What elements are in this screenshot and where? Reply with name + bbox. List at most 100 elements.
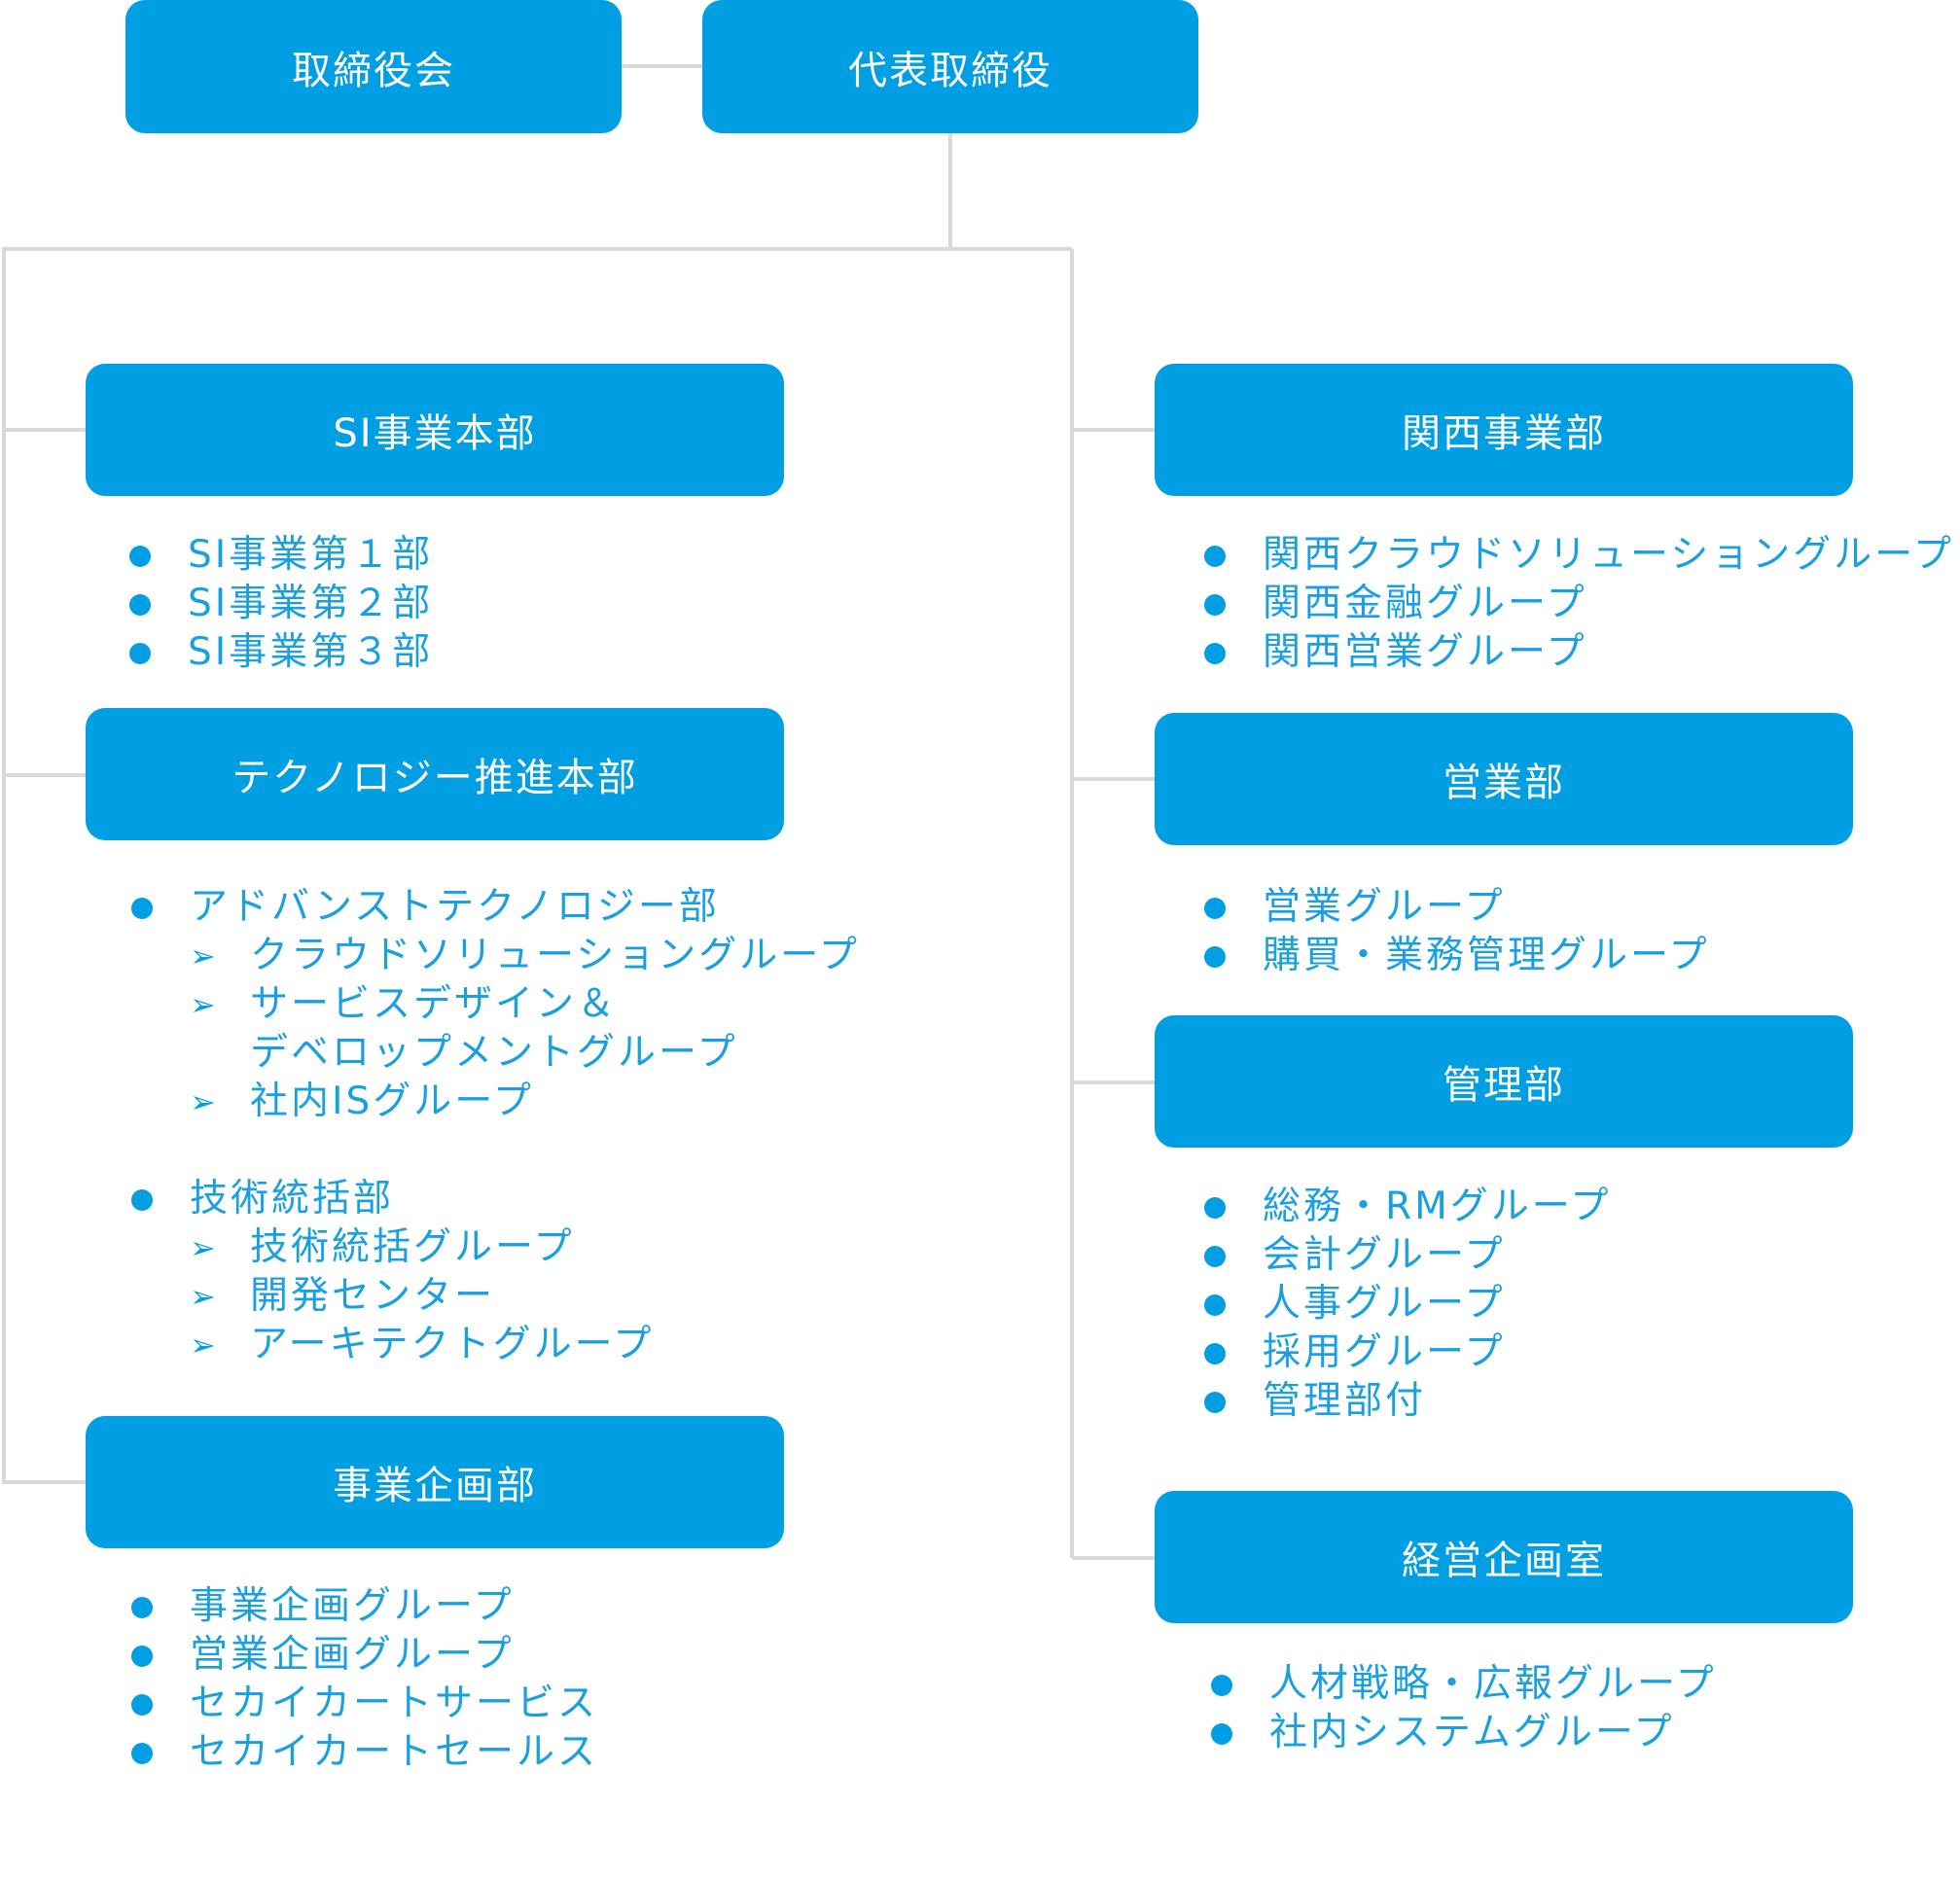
bullet-dot-icon (131, 1694, 153, 1716)
division-title: SI事業本部 (333, 411, 537, 456)
list-item-label: セカイカートセールス (190, 1730, 599, 1774)
sub-list-item: ➢ アーキテクトグループ (190, 1321, 860, 1369)
representative-director-box: 代表取締役 (702, 0, 1198, 133)
list-item-label: 採用グループ (1263, 1330, 1506, 1374)
bullet-dot-icon (1204, 1294, 1226, 1316)
sub-list: ➢クラウドソリューショングループ ➢サービスデザイン＆デベロップメントグループ … (190, 932, 860, 1126)
list-item-label: 総務・RMグループ (1263, 1185, 1612, 1228)
sub-list-item: ➢ 社内ISグループ (190, 1078, 860, 1126)
list-item-label: 関西営業グループ (1263, 630, 1587, 674)
sub-item-label: クラウドソリューショングループ (250, 934, 860, 977)
sub-item-label: アーキテクトグループ (250, 1323, 655, 1366)
bullet-dot-icon (1211, 1675, 1232, 1696)
list-item-label: 会計グループ (1263, 1233, 1506, 1277)
list-item: 管理部付 (1204, 1377, 1611, 1426)
list-item-label: 関西クラウドソリューショングループ (1263, 533, 1954, 577)
list-item: 人事グループ (1204, 1280, 1611, 1328)
division-box-sales: 営業部 (1155, 713, 1853, 845)
division-title: 事業企画部 (333, 1464, 537, 1508)
administration-division-list: 総務・RMグループ 会計グループ 人事グループ 採用グループ 管理部付 (1204, 1183, 1611, 1426)
bullet-dot-icon (1204, 546, 1226, 567)
kansai-division-list: 関西クラウドソリューショングループ 関西金融グループ 関西営業グループ (1204, 531, 1954, 677)
division-box-kansai: 関西事業部 (1155, 364, 1853, 496)
list-item-label: 人事グループ (1263, 1282, 1506, 1326)
division-title: 経営企画室 (1402, 1539, 1606, 1583)
list-item-label: 技術統括部 (190, 1177, 395, 1221)
list-item: 関西営業グループ (1204, 628, 1954, 677)
list-item: 人材戦略・広報グループ (1211, 1660, 1717, 1709)
sub-item-label-line2: デベロップメントグループ (250, 1031, 738, 1075)
list-item: 営業グループ (1204, 883, 1710, 932)
list-item: 購買・業務管理グループ (1204, 932, 1710, 980)
list-item-label: 人材戦略・広報グループ (1269, 1662, 1717, 1706)
list-item: SI事業第２部 (129, 580, 433, 628)
list-item-label: SI事業第２部 (188, 582, 434, 625)
arrowhead-icon: ➢ (190, 1229, 219, 1266)
bullet-dot-icon (1204, 1392, 1226, 1413)
list-item: セカイカートサービス (131, 1680, 598, 1728)
list-item: 営業企画グループ (131, 1631, 598, 1680)
list-item: SI事業第３部 (129, 628, 433, 677)
list-item: 採用グループ (1204, 1328, 1611, 1377)
bullet-dot-icon (1204, 1197, 1226, 1219)
arrowhead-icon: ➢ (190, 1083, 219, 1120)
sub-list-item: ➢クラウドソリューショングループ (190, 932, 860, 980)
list-item-label: アドバンストテクノロジー部 (190, 885, 720, 929)
sub-list-item: ➢開発センター (190, 1272, 860, 1321)
sub-item-label: 技術統括グループ (250, 1225, 575, 1269)
list-item: アドバンストテクノロジー部 ➢クラウドソリューショングループ ➢サービスデザイン… (131, 883, 860, 1175)
sub-item-label: 社内ISグループ (250, 1080, 534, 1123)
division-title: テクノロジー推進本部 (232, 756, 638, 800)
list-item-label: 管理部付 (1263, 1379, 1427, 1423)
bullet-dot-icon (131, 1646, 153, 1667)
sales-division-list: 営業グループ 購買・業務管理グループ (1204, 883, 1710, 980)
list-item-label: SI事業第１部 (188, 533, 434, 577)
bullet-dot-icon (1204, 643, 1226, 664)
sub-list-item: ➢ 技術統括グループ (190, 1223, 860, 1272)
division-title: 関西事業部 (1402, 411, 1606, 456)
bullet-dot-icon (131, 1597, 153, 1618)
board-of-directors-box: 取締役会 (125, 0, 622, 133)
bullet-dot-icon (1211, 1723, 1232, 1745)
sub-list-item: ➢ サービスデザイン＆ デベロップメントグループ (190, 980, 860, 1078)
list-item: 会計グループ (1204, 1231, 1611, 1280)
bullet-dot-icon (1204, 594, 1226, 616)
division-title: 管理部 (1443, 1063, 1565, 1108)
list-item-label: 社内システムグループ (1269, 1711, 1675, 1754)
sub-list: ➢ 技術統括グループ ➢開発センター ➢ アーキテクトグループ (190, 1223, 860, 1369)
division-title: 営業部 (1443, 761, 1565, 805)
representative-director-label: 代表取締役 (848, 48, 1052, 93)
bullet-dot-icon (129, 546, 151, 567)
division-box-technology: テクノロジー推進本部 (86, 708, 784, 840)
list-item-label: 関西金融グループ (1263, 582, 1587, 625)
si-division-list: SI事業第１部 SI事業第２部 SI事業第３部 (129, 531, 433, 677)
bullet-dot-icon (129, 594, 151, 616)
list-item: 技術統括部 ➢ 技術統括グループ ➢開発センター ➢ アーキテクトグループ (131, 1175, 860, 1369)
corporate-planning-list: 人材戦略・広報グループ 社内システムグループ (1211, 1660, 1717, 1757)
bullet-dot-icon (1204, 898, 1226, 919)
arrowhead-icon: ➢ (190, 1327, 219, 1363)
bullet-dot-icon (131, 898, 153, 919)
list-item: SI事業第１部 (129, 531, 433, 580)
business-planning-list: 事業企画グループ 営業企画グループ セカイカートサービス セカイカートセールス (131, 1582, 598, 1777)
list-item-label: セカイカートサービス (190, 1682, 599, 1725)
bullet-dot-icon (131, 1743, 153, 1764)
division-box-si: SI事業本部 (86, 364, 784, 496)
bullet-dot-icon (1204, 1343, 1226, 1364)
arrowhead-icon: ➢ (190, 986, 219, 1023)
list-item-label: 営業企画グループ (190, 1633, 515, 1677)
division-box-business-planning: 事業企画部 (86, 1416, 784, 1548)
bullet-dot-icon (1204, 1246, 1226, 1267)
bullet-dot-icon (1204, 946, 1226, 968)
list-item-label: SI事業第３部 (188, 630, 434, 674)
list-item-label: 営業グループ (1263, 885, 1506, 929)
list-item: 関西金融グループ (1204, 580, 1954, 628)
list-item: 総務・RMグループ (1204, 1183, 1611, 1231)
sub-item-label: 開発センター (250, 1274, 496, 1318)
list-item: 社内システムグループ (1211, 1709, 1717, 1757)
division-box-administration: 管理部 (1155, 1015, 1853, 1148)
list-item: 事業企画グループ (131, 1582, 598, 1631)
list-item-label: 事業企画グループ (190, 1584, 515, 1628)
sub-item-label: サービスデザイン＆ (250, 982, 619, 1026)
